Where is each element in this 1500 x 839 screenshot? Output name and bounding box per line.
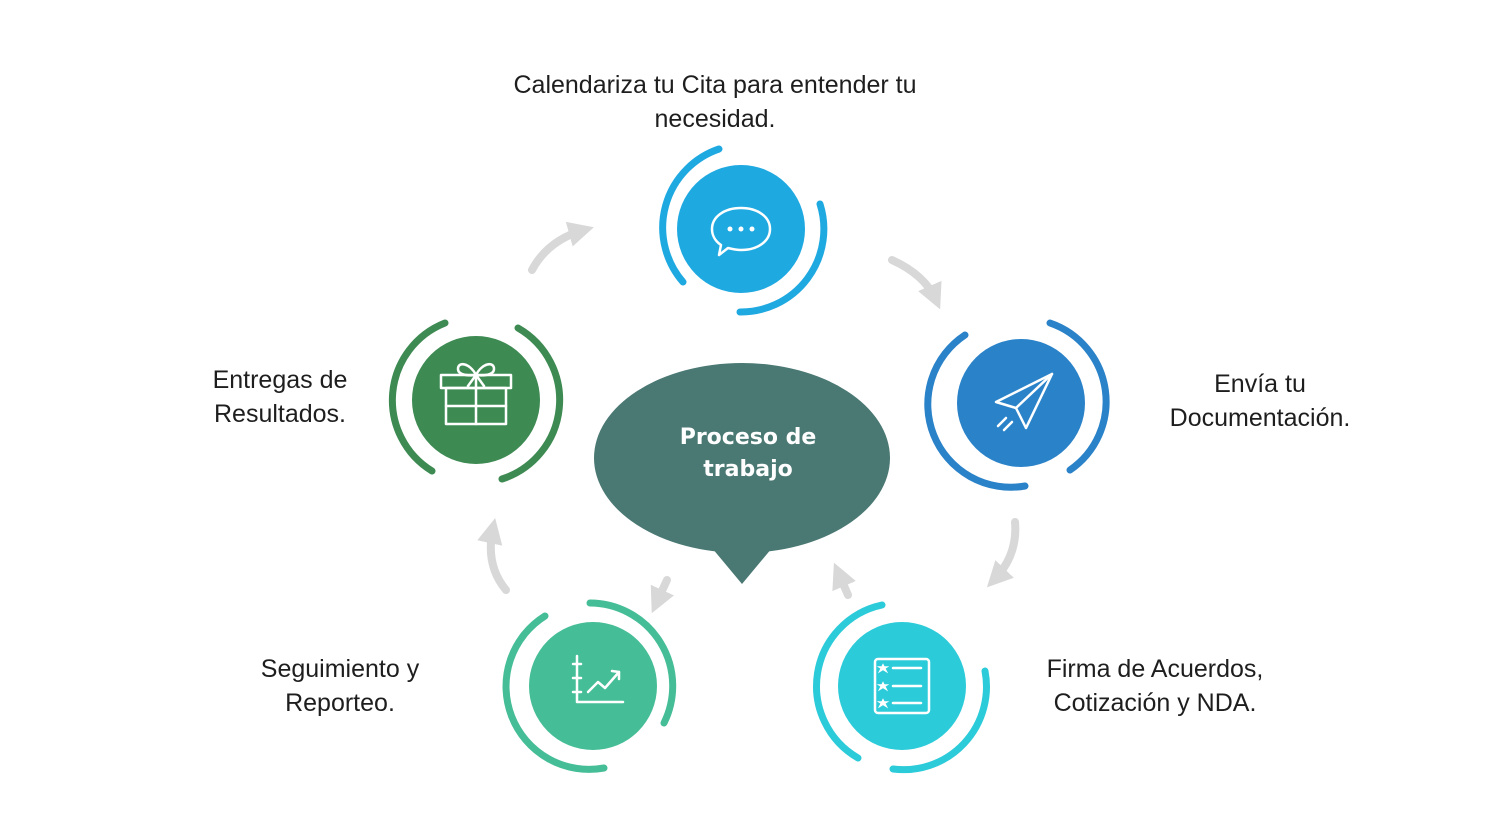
center-title-line2: trabajo (703, 457, 793, 482)
step-deliver (388, 319, 564, 483)
arrow-center-to-track (650, 576, 675, 614)
step-send-ring-left (924, 331, 1029, 491)
step-send-label-line2: Documentación. (1169, 404, 1351, 432)
arrow-track-to-deliver (477, 517, 510, 594)
step-calendar-label: Calendariza tu Cita para entender tu nec… (460, 68, 970, 136)
growth-chart-icon (571, 654, 625, 704)
step-track (502, 599, 677, 773)
gift-icon (439, 362, 513, 426)
step-send-label: Envía tu Documentación. (1140, 367, 1380, 435)
paper-plane-icon (994, 372, 1054, 432)
cycle-arrows (477, 221, 1020, 614)
step-sign-label-line2: Cotización y NDA. (1053, 689, 1257, 717)
center-bubble (594, 363, 890, 584)
step-sign (813, 601, 990, 774)
arrow-send-to-sign (986, 518, 1020, 588)
center-title-line1: Proceso de (679, 425, 817, 450)
step-calendar-label-line2: necesidad. (654, 105, 776, 133)
step-deliver-ring-right (498, 324, 564, 483)
step-sign-ring-left (813, 601, 886, 762)
checklist-icon (873, 657, 931, 715)
arrow-sign-to-center (832, 562, 856, 599)
step-track-ring-right (586, 599, 677, 727)
step-track-label: Seguimiento y Reporteo. (220, 652, 460, 720)
step-calendar (659, 145, 828, 316)
step-sign-label-line1: Firma de Acuerdos, (1046, 655, 1264, 683)
step-calendar-ring-right (736, 200, 828, 316)
arrow-calendar-to-send (888, 256, 942, 310)
step-send (924, 319, 1110, 491)
step-track-label-line1: Seguimiento y (260, 655, 420, 683)
step-track-ring-left (502, 612, 608, 773)
step-calendar-label-line1: Calendariza tu Cita para entender tu (513, 71, 917, 99)
step-deliver-label-line1: Entregas de (212, 366, 348, 394)
step-deliver-label: Entregas de Resultados. (180, 363, 380, 431)
step-send-ring-right (1046, 319, 1110, 474)
arrow-deliver-to-calendar (528, 221, 594, 274)
step-sign-ring-right (889, 667, 990, 774)
center-title: Proceso de trabajo (620, 422, 876, 486)
step-calendar-ring-left (659, 145, 723, 286)
step-sign-label: Firma de Acuerdos, Cotización y NDA. (1010, 652, 1300, 720)
chat-bubble-icon (710, 206, 772, 257)
step-track-label-line2: Reporteo. (285, 689, 395, 717)
step-send-label-line1: Envía tu (1214, 370, 1306, 398)
step-deliver-ring-left (388, 319, 449, 475)
step-deliver-label-line2: Resultados. (213, 400, 347, 428)
